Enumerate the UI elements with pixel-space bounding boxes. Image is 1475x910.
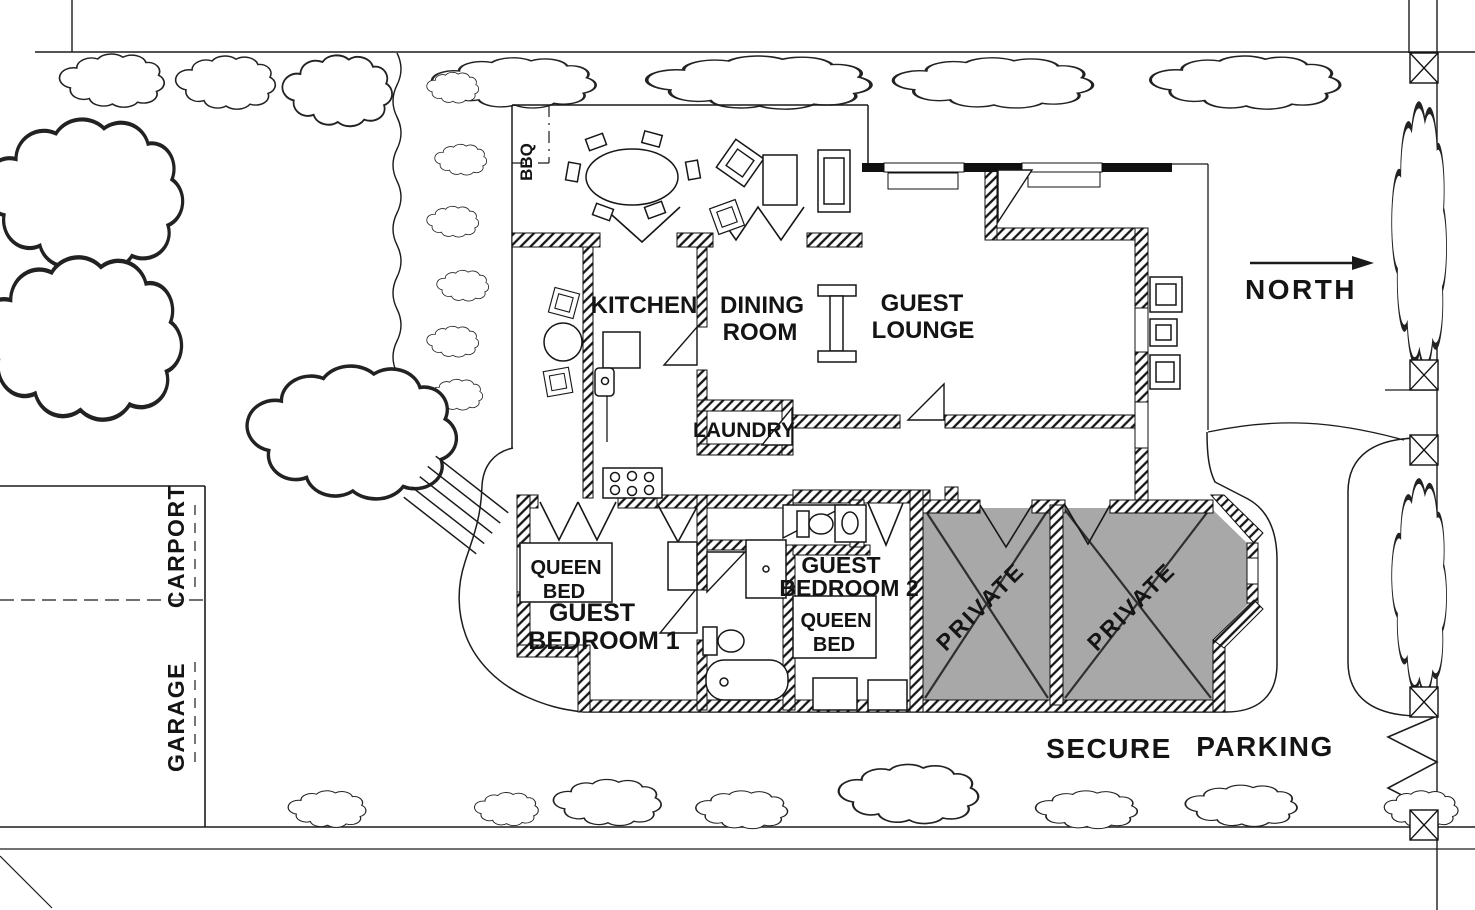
bush-symbol: [837, 763, 980, 825]
fence-post-icon: [1409, 809, 1439, 841]
north-arrow: [1250, 256, 1374, 270]
north-label: NORTH: [1245, 274, 1357, 305]
bush-symbol: [1034, 790, 1139, 830]
door-swing: [706, 551, 747, 594]
bush-symbol: [174, 55, 277, 110]
dresser-symbol: [867, 679, 908, 711]
toilet-symbol: [796, 510, 810, 538]
bush-symbol: [473, 791, 539, 827]
door-swing: [662, 325, 698, 366]
room-label-bedroom1-2: BEDROOM 1: [528, 627, 680, 655]
bed-symbol-bedroom1: [519, 542, 613, 603]
room-label-dining-2: ROOM: [723, 319, 798, 346]
bed-label-2b: BED: [813, 634, 855, 656]
carport-garage-area: [0, 485, 206, 827]
shrub-symbol: [426, 205, 480, 238]
dresser-symbol: [667, 541, 698, 591]
bush-symbol: [1184, 784, 1298, 828]
door-swing: [1064, 504, 1111, 546]
nook-furniture: [542, 286, 583, 398]
folding-door: [602, 206, 681, 244]
door-swing: [979, 504, 1033, 549]
wardrobe-door: [539, 501, 579, 542]
secure-label: SECURE: [1046, 733, 1172, 764]
room-label-laundry: LAUNDRY: [693, 419, 795, 442]
stool-symbol: [542, 366, 574, 398]
tree-symbol: [245, 364, 459, 501]
dresser-symbol: [812, 677, 858, 711]
deck-chair-symbol: [708, 198, 746, 236]
shrub-symbol: [436, 269, 490, 302]
hedge-symbol: [1392, 481, 1447, 692]
bush-symbol: [281, 54, 394, 128]
bed-symbol-bedroom2: [792, 595, 877, 659]
wardrobe-door: [867, 502, 904, 548]
fence-post-icon: [1409, 686, 1439, 718]
driveway-outline: [458, 422, 1439, 814]
room-label-lounge-1: GUEST: [881, 290, 964, 317]
wardrobe-door: [577, 501, 617, 542]
fence-post-icon: [1409, 434, 1439, 466]
bush-symbol: [644, 54, 873, 111]
tree-symbol: [0, 257, 182, 419]
trees-and-hedges: [0, 52, 1459, 830]
room-label-kitchen: KITCHEN: [591, 292, 698, 319]
deck-chair-symbol: [715, 138, 765, 188]
bush-symbol: [891, 56, 1095, 110]
fence-post-icon: [1409, 52, 1439, 84]
bush-symbol: [287, 790, 367, 829]
stool-symbol: [547, 286, 581, 320]
terrace-planters: [1149, 276, 1183, 390]
deck-outline: [511, 104, 1209, 448]
buffet-symbol: [817, 284, 857, 297]
toilet-symbol: [702, 626, 718, 656]
carport-label: CARPORT: [163, 484, 189, 608]
bathtub-symbol: [705, 659, 789, 701]
counter-symbol: [602, 331, 641, 369]
room-label-bedroom2-2: BEDROOM 2: [779, 575, 918, 601]
room-label-dining-1: DINING: [720, 292, 804, 319]
shrub-symbol: [426, 325, 480, 358]
room-label-bedroom2-1: GUEST: [801, 552, 880, 578]
round-table-symbol: [543, 322, 583, 362]
room-label-lounge-2: LOUNGE: [872, 317, 975, 344]
bush-symbol: [1149, 54, 1342, 111]
dining-furniture: [817, 284, 857, 363]
parking-label: PARKING: [1196, 731, 1334, 762]
bush-symbol: [58, 53, 166, 109]
hedge-symbol: [1392, 105, 1447, 367]
tree-symbol: [0, 119, 183, 270]
bush-symbol: [695, 790, 789, 830]
bed-label-1a: QUEEN: [530, 557, 601, 579]
door-swing: [997, 169, 1034, 225]
bush-symbol: [552, 778, 662, 827]
steps-symbol: [403, 455, 509, 555]
bed-label-2a: QUEEN: [800, 610, 871, 632]
room-label-bedroom1-1: GUEST: [549, 599, 635, 627]
garage-label: GARAGE: [163, 662, 189, 772]
bedroom2-fixtures: [792, 504, 908, 711]
fence-post-icon: [1409, 359, 1439, 391]
side-table-symbol: [762, 154, 798, 206]
bathroom-fixtures: [702, 539, 789, 701]
kitchen-fixtures: [594, 331, 663, 499]
shrub-symbol: [434, 143, 488, 176]
wardrobe-door: [657, 504, 699, 544]
door-swing: [760, 406, 793, 446]
door-swing: [906, 382, 945, 421]
bedroom1-furniture: [519, 541, 698, 603]
door-swing: [658, 586, 698, 634]
private-room-1: [923, 508, 1050, 700]
bed-label-1b: BED: [543, 581, 585, 603]
deck-furniture: [564, 129, 851, 236]
bbq-label: BBQ: [517, 143, 536, 181]
outdoor-table-symbol: [585, 148, 679, 206]
